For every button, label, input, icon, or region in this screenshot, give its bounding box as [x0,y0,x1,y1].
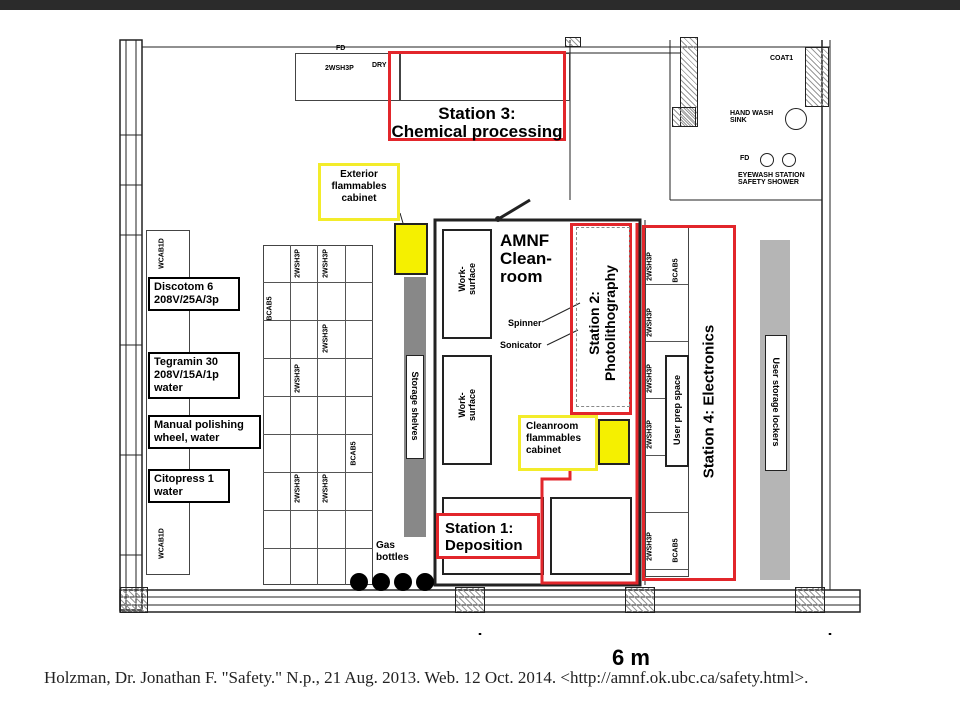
wsh-label-top: 2WSH3P [325,65,354,72]
station-1-box: Station 1: Deposition [436,513,540,559]
user-storage-lockers-tag [765,335,787,471]
gas-bottle-4 [416,573,434,591]
cleanroom-cabinet-block [598,419,630,465]
station-3-box [388,51,566,141]
work-surface-2-label: Work- surface [457,388,477,422]
left-cabinet-column [146,230,190,575]
shower-icon [782,153,796,167]
wall-block [805,47,829,107]
grid-code-3: 2WSH3P [322,324,330,353]
cleanroom-title: AMNF Clean- room [500,231,552,286]
wcab-label: WCAB1D [158,238,166,269]
eyewash-icon [760,153,774,167]
work-surface-1 [442,229,492,339]
wall-block [565,37,581,47]
station-4-label: Station 4: Electronics [700,324,718,479]
cabinet-grid-lines [263,245,373,585]
station-4-box [642,225,736,581]
wall-block [672,107,696,127]
discotom-label: Discotom 6 208V/25A/3p [148,277,240,311]
grid-code-4: 2WSH3P [294,364,302,393]
grid-code-1: 2WSH3P [294,249,302,278]
work-surface-2 [442,355,492,465]
cleanroom-bench [550,497,632,575]
user-prep-space-box [665,355,689,467]
work-surface-1-label: Work- surface [457,262,477,296]
wall-block [455,587,485,613]
wall-block [625,587,655,613]
gas-bottle-2 [372,573,390,591]
manual-polishing-label: Manual polishing wheel, water [148,415,261,449]
exterior-flammables-box: Exterior flammables cabinet [318,163,400,221]
station-2-label: Station 2: Photolithography [586,265,618,381]
grid-code-5: 2WSH3P [294,474,302,503]
hand-wash-label: HAND WASH SINK [730,110,774,124]
fd-label-top: FD [336,45,346,52]
gas-bottle-1 [350,573,368,591]
grid-code-8: BCAB5 [350,441,358,466]
storage-shelves-tag [406,355,424,459]
gas-bottles-label: Gas bottles [376,540,409,563]
floor-plan: FD 2WSH3P DRY Station 3: Chemical proces… [110,35,870,635]
wall-block [120,587,148,613]
eyewash-label: EYEWASH STATION SAFETY SHOWER [738,172,805,186]
cleanroom-flammables-box: Cleanroom flammables cabinet [518,415,598,471]
wall-block [795,587,825,613]
storage-shelves-label: Storage shelves [410,371,420,441]
wcab-label-2: WCAB1D [158,528,166,559]
fume-hood [295,53,400,101]
dry-label: DRY [372,62,387,69]
scale-label: 6 m [612,645,650,670]
sink-icon [785,108,807,130]
grid-code-6: 2WSH3P [322,474,330,503]
tegramin-label: Tegramin 30 208V/15A/1p water [148,352,240,399]
exterior-cabinet-block [394,223,428,275]
spinner-label: Spinner [508,318,542,328]
gas-bottle-3 [394,573,412,591]
user-storage-lockers-label: User storage lockers [771,357,781,447]
coat-label: COAT1 [770,55,794,62]
citopress-label: Citopress 1 water [148,469,230,503]
grid-code-2: 2WSH3P [322,249,330,278]
fd-label-right: FD [740,155,750,162]
sonicator-label: Sonicator [500,340,542,350]
citation-caption: Holzman, Dr. Jonathan F. "Safety." N.p.,… [44,668,809,687]
station-3-label: Station 3: Chemical processing [391,104,563,141]
grid-code-7: BCAB5 [266,296,274,321]
